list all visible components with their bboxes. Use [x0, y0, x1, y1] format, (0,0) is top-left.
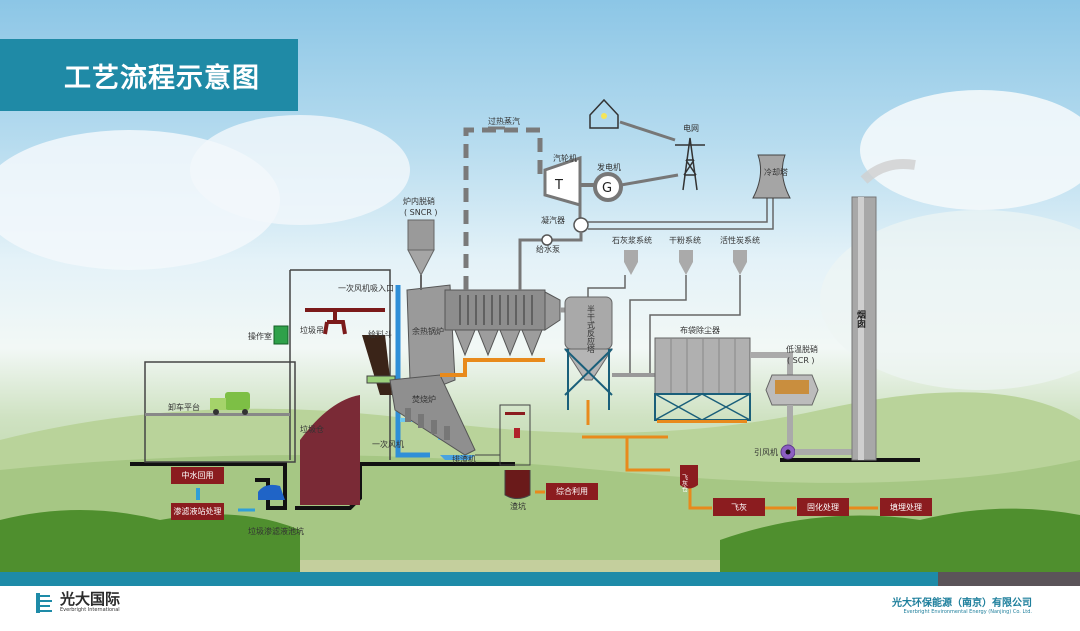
power-grid-tower-icon: [675, 137, 705, 191]
waste-heat-boiler: [406, 284, 561, 391]
bag-filter: [654, 337, 751, 423]
slag-pit-icon: [504, 470, 531, 499]
label-condenser: 凝汽器: [541, 215, 565, 225]
label-sncr: 炉内脱硝: [403, 196, 435, 206]
waste-pile: [300, 395, 360, 505]
label-chimney: 烟囱: [855, 309, 866, 329]
label-incinerator: 焚烧炉: [412, 394, 436, 404]
label-waste-heat-boiler: 余热锅炉: [412, 326, 444, 336]
label-bag-filter: 布袋除尘器: [680, 325, 720, 335]
label-leachate-pit: 垃圾渗滤液池坑: [248, 526, 304, 536]
label-feed-hopper: 给料斗: [368, 329, 392, 339]
label-semi-dry-tower: 半干式反应塔: [587, 304, 596, 354]
condenser-icon: [573, 217, 589, 233]
label-superheated-steam: 过热蒸汽: [488, 116, 520, 126]
label-id-fan: 引风机: [754, 447, 778, 457]
title-banner: 工艺流程示意图: [0, 39, 298, 111]
label-slag-pit: 渣坑: [510, 501, 526, 511]
process-box-label: 综合利用: [556, 487, 588, 496]
label-primary-fan: 一次风机: [372, 439, 404, 449]
label-fly-ash-silo: 飞灰仓: [681, 474, 688, 492]
process-box-solidification: 固化处理: [797, 498, 849, 516]
diagram-canvas: T G: [0, 0, 1080, 580]
label-generator: 发电机: [597, 162, 621, 172]
company-name-en: Everbright Environmental Energy (Nanjing…: [903, 609, 1032, 615]
process-box-label: 渗滤液站处理: [173, 507, 222, 516]
process-box-label: 中水回用: [181, 471, 214, 480]
page-title: 工艺流程示意图: [64, 62, 260, 94]
footer: 光大国际 Everbright International 光大环保能源（南京）…: [0, 586, 1080, 631]
waste-bunker-building: [144, 269, 396, 505]
process-flow-diagram: T G: [0, 90, 1080, 580]
primary-air-duct: [395, 285, 430, 458]
garbage-truck-icon: [210, 392, 250, 415]
scr-reactor: [765, 374, 819, 406]
generator: G: [593, 172, 623, 202]
label-grid: 电网: [683, 123, 699, 133]
turbine-symbol: T: [554, 178, 563, 193]
generator-symbol: G: [602, 181, 612, 196]
label-cooling-tower: 冷却塔: [764, 167, 788, 177]
label-control-room: 操作室: [248, 331, 272, 341]
label-primary-air-inlet: 一次风机吸入口: [338, 283, 394, 293]
label-turbine: 汽轮机: [553, 153, 577, 163]
chimney: [851, 159, 916, 461]
footer-accent-bar: [0, 572, 938, 586]
control-room-icon: [273, 325, 289, 345]
company-name-cn: 光大环保能源（南京）有限公司: [892, 598, 1032, 609]
house-icon: [589, 98, 619, 129]
process-box-label: 飞灰: [731, 502, 747, 512]
label-feed-pump: 给水泵: [536, 244, 560, 254]
semi-dry-reaction-tower: [564, 296, 613, 410]
label-lime-slurry: 石灰浆系统: [612, 235, 652, 245]
superheated-steam-line: [463, 127, 543, 290]
feed-pump-icon: [541, 234, 553, 246]
cooling-tower: [752, 154, 791, 199]
label-scr: 低温脱硝: [786, 344, 818, 354]
process-box-label: 固化处理: [807, 502, 839, 512]
process-box-water-reuse: 中水回用: [171, 467, 224, 484]
dry-powder-silo: [679, 250, 693, 275]
ash-conveyor: [440, 358, 545, 377]
process-box-leachate-treatment: 渗滤液站处理: [171, 503, 224, 520]
label-scr-abbr: ( SCR ): [787, 356, 815, 365]
process-box-comprehensive-use: 综合利用: [546, 483, 598, 500]
label-activated-carbon: 活性炭系统: [720, 235, 760, 245]
fly-ash-silo-icon: [680, 465, 698, 489]
label-unloading-platform: 卸车平台: [168, 402, 200, 412]
logo-text-cn: 光大国际: [60, 590, 121, 608]
label-crane: 垃圾吊: [300, 325, 324, 335]
process-box-fly-ash: 飞灰: [713, 498, 765, 516]
label-slag-extractor: 排渣机: [452, 454, 476, 464]
lime-slurry-silo: [624, 250, 638, 275]
logo-mark-icon: [36, 592, 54, 613]
label-sncr-abbr: ( SNCR ): [404, 208, 438, 217]
process-box-landfill: 填埋处理: [880, 498, 932, 516]
sncr-silo: [407, 219, 435, 290]
fly-ash-flow-lines: [535, 400, 878, 510]
slag-extractor: [440, 404, 531, 499]
company-name: 光大环保能源（南京）有限公司 Everbright Environmental …: [892, 594, 1032, 615]
logo-text-en: Everbright International: [60, 607, 120, 613]
smoke-plume: [860, 159, 916, 184]
footer-accent-bar-dark: [938, 572, 1080, 586]
turbine: T: [543, 155, 582, 207]
induced-draft-fan-icon: [780, 444, 796, 460]
leachate-pool: [258, 484, 285, 500]
activated-carbon-silo: [733, 250, 747, 275]
label-waste-bunker: 垃圾仓: [300, 424, 324, 434]
everbright-logo: 光大国际 Everbright International: [36, 592, 120, 613]
process-box-label: 填埋处理: [890, 502, 922, 512]
label-dry-powder: 干粉系统: [669, 235, 701, 245]
incinerator: [389, 374, 476, 456]
